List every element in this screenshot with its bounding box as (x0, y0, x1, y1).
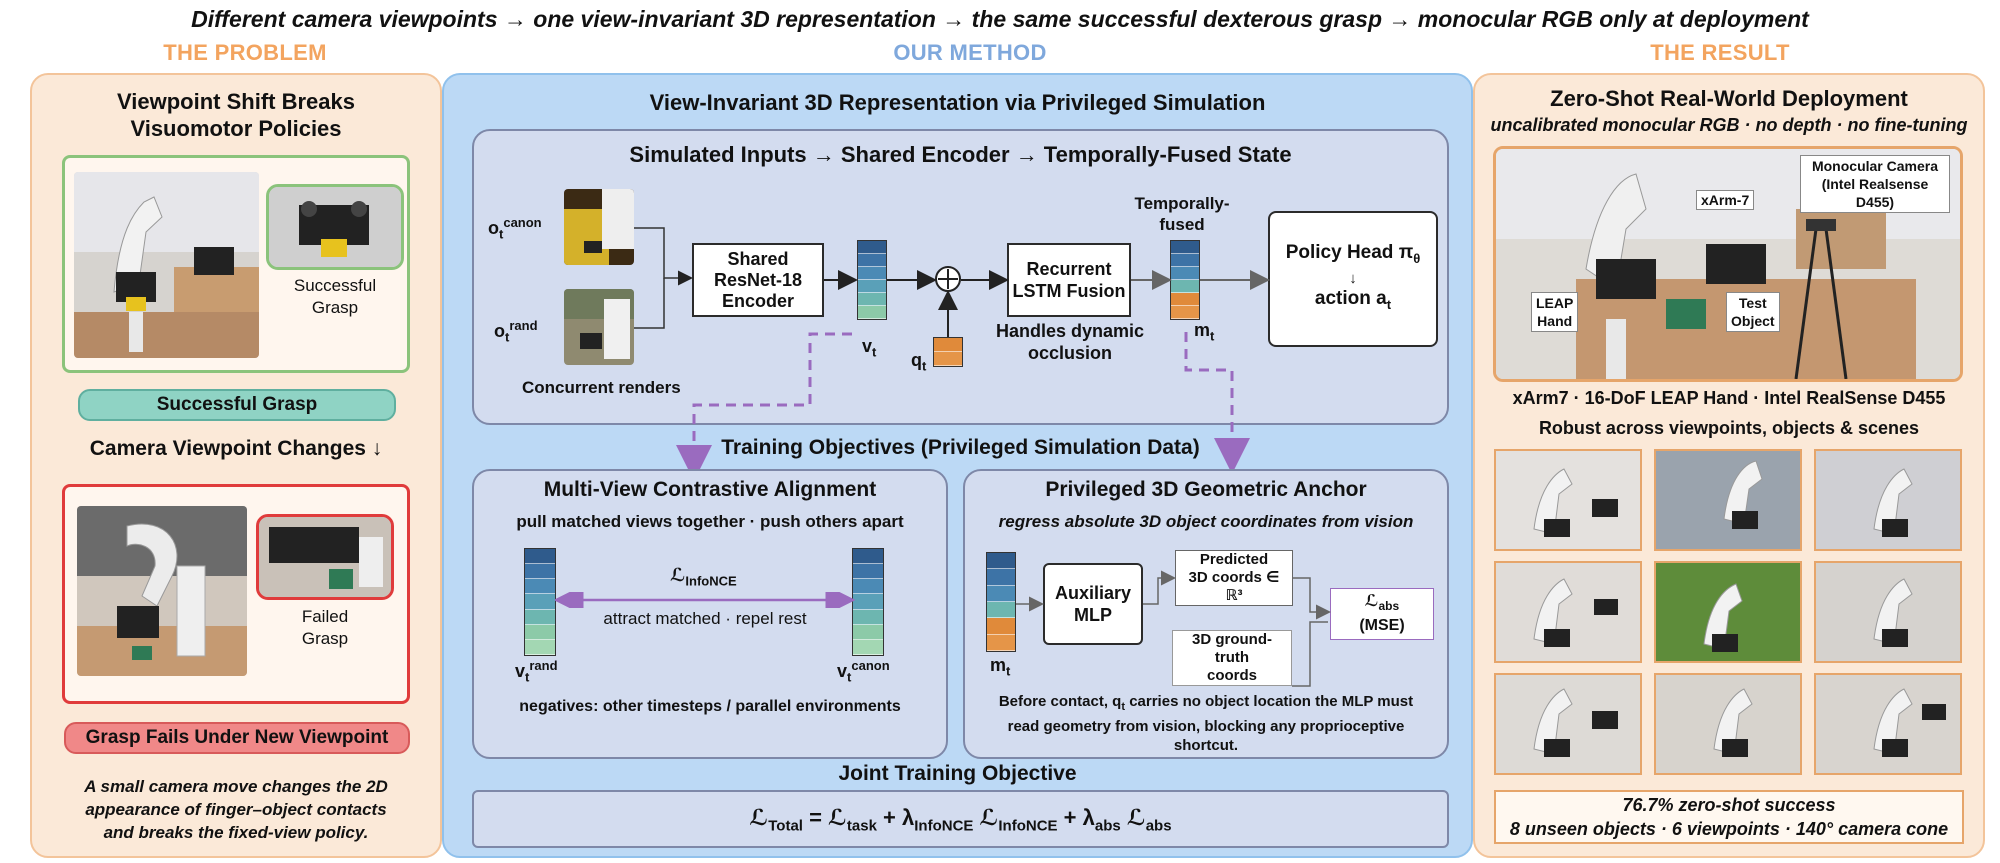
problem-title: Viewpoint Shift Breaks Visuomotor Polici… (30, 88, 442, 142)
concurrent-renders-label: Concurrent renders (522, 378, 681, 397)
anchor-note: Before contact, qt carries no object loc… (998, 693, 1414, 754)
q-t-vector (933, 337, 963, 367)
v-canon-vector (852, 548, 884, 656)
anchor-m-label: mt (990, 655, 1011, 679)
contrastive-subtitle: pull matched views together · push other… (516, 512, 904, 531)
fail-pill: Grasp Fails Under New Viewpoint (64, 722, 410, 754)
joint-objective-title: Joint Training Objective (838, 762, 1077, 785)
infonce-arrow (555, 592, 855, 608)
training-objectives-title: Training Objectives (Privileged Simulati… (721, 436, 1200, 459)
viewpoint-change-label: Camera Viewpoint Changes ↓ (89, 437, 383, 460)
o-canon-label: otcanon (488, 215, 542, 242)
result-stats-box (1494, 790, 1964, 844)
abs-loss-box: ℒabs (MSE) (1330, 588, 1434, 640)
negatives-note: negatives: other timesteps / parallel en… (519, 698, 901, 715)
v-rand-label: vtrand (515, 658, 558, 685)
fail-caption: Failed Grasp (301, 607, 349, 648)
anchor-title: Privileged 3D Geometric Anchor (1045, 478, 1367, 501)
q-t-label: qt (911, 350, 927, 374)
anchor-m-vector (986, 552, 1016, 652)
success-pill: Successful Grasp (78, 389, 396, 421)
result-title: Zero-Shot Real-World Deployment (1550, 86, 1908, 111)
m-t-label: mt (1194, 320, 1215, 344)
v-t-label: vt (862, 336, 877, 360)
result-subtitle: uncalibrated monocular RGB · no depth · … (1490, 115, 1968, 135)
fail-inset (256, 514, 394, 600)
policy-head-box: Policy Head πθ ↓ action at (1268, 211, 1438, 347)
joint-objective-box (472, 790, 1449, 848)
column-heading-method: OUR METHOD (893, 40, 1047, 65)
v-canon-label: vtcanon (837, 658, 890, 685)
canon-render-thumbnail (564, 189, 634, 265)
v-t-vector (857, 240, 887, 320)
success-photo (74, 172, 259, 358)
robust-line: Robust across viewpoints, objects & scen… (1538, 418, 1920, 438)
problem-summary: A small camera move changes the 2D appea… (84, 777, 388, 842)
deployment-thumbnail-grid (1494, 449, 1964, 775)
v-rand-vector (524, 548, 556, 656)
pipeline-title: Simulated Inputs → Shared Encoder → Temp… (629, 142, 1292, 167)
evaluation-scope: 8 unseen objects · 6 viewpoints · 140° c… (1509, 819, 1949, 839)
rand-render-thumbnail (564, 289, 634, 365)
hardware-line: xArm7 · 16-DoF LEAP Hand · Intel RealSen… (1512, 388, 1946, 408)
attract-label: attract matched · repel rest (603, 609, 807, 628)
anchor-subtitle: regress absolute 3D object coordinates f… (998, 512, 1414, 531)
success-caption: Successful Grasp (293, 276, 377, 317)
m-t-vector (1170, 240, 1200, 320)
method-title: View-Invariant 3D Representation via Pri… (649, 90, 1266, 115)
problem-title-line1: Viewpoint Shift Breaks (117, 89, 355, 114)
column-heading-result: THE RESULT (1650, 40, 1790, 65)
o-rand-label: otrand (494, 318, 538, 345)
success-inset (266, 184, 404, 270)
column-heading-problem: THE PROBLEM (163, 40, 327, 65)
success-rate: 76.7% zero-shot success (1622, 795, 1836, 815)
callout-xarm: xArm-7 (1696, 190, 1755, 210)
infonce-loss-label: ℒInfoNCE (670, 565, 737, 589)
contrastive-title: Multi-View Contrastive Alignment (543, 478, 877, 501)
joint-objective-equation: ℒTotal = ℒtask + λInfoNCE ℒInfoNCE + λab… (749, 805, 1172, 835)
fail-photo (77, 506, 247, 676)
problem-title-line2: Visuomotor Policies (130, 116, 342, 141)
temporally-fused-label: Temporally-fused (1134, 194, 1230, 234)
banner-title: Different camera viewpoints → one view-i… (191, 6, 1809, 32)
